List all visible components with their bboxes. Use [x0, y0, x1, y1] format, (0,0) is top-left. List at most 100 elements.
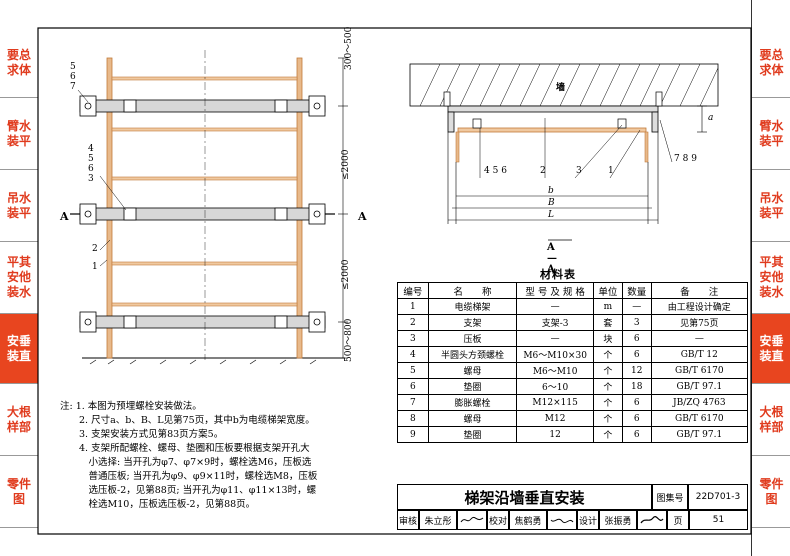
- dim-2000-a: ≤2000: [341, 149, 351, 180]
- callout-mid: 4 5 6 3: [88, 144, 94, 184]
- section-callout-2: 2: [540, 166, 546, 176]
- sheet-frame: [37, 27, 752, 535]
- dim-500-800: 500～800: [344, 318, 354, 362]
- dim-b: b: [548, 186, 554, 196]
- note-line: 注: 1. 本图为预埋螺栓安装做法。: [60, 401, 202, 412]
- signature-mark: [640, 516, 664, 524]
- atlas-label: 图集号: [652, 484, 688, 510]
- table-cell: 4: [397, 346, 429, 363]
- table-cell: GB/T 97.1: [650, 378, 749, 395]
- dim-B: B: [548, 198, 555, 208]
- table-cell: —: [650, 330, 749, 347]
- signature-mark: [460, 516, 484, 523]
- left-tab-label: 安垂装直: [6, 333, 31, 363]
- left-tab-7[interactable]: 零件图: [0, 456, 38, 528]
- table-cell: 支架: [427, 314, 518, 331]
- table-header-cell: 编号: [397, 282, 429, 299]
- reviewer-signature: [457, 510, 487, 530]
- signature-mark: [550, 518, 574, 524]
- left-tab-3[interactable]: 吊水装平: [0, 170, 38, 242]
- left-tab-label: 臂水装平: [6, 118, 31, 148]
- table-cell: 12: [516, 426, 594, 443]
- table-cell: 螺母: [427, 362, 518, 379]
- left-tab-4[interactable]: 平其安他装水: [0, 242, 38, 314]
- table-cell: 9: [397, 426, 429, 443]
- designer-name: 张振勇: [599, 510, 637, 530]
- callout-low-2: 2: [92, 244, 98, 254]
- right-tab-7[interactable]: 零件图: [752, 456, 790, 528]
- table-header-cell: 数量: [621, 282, 652, 299]
- check-label: 校对: [487, 510, 509, 530]
- table-cell: 1: [397, 298, 429, 315]
- materials-title: 材料表: [540, 268, 576, 281]
- right-tab-label: 大根样部: [759, 404, 784, 434]
- table-cell: 个: [593, 378, 623, 395]
- table-cell: 6: [397, 378, 429, 395]
- table-cell: —: [516, 330, 594, 347]
- table-cell: 电缆梯架: [427, 298, 518, 315]
- section-callout-1: 1: [608, 166, 614, 176]
- note-line: 3. 支架安装方式见第83页方案5。: [60, 429, 224, 440]
- table-header-cell: 名 称: [427, 282, 518, 299]
- note-line: 2. 尺寸a、b、B、L见第75页，其中b为电缆梯架宽度。: [60, 415, 315, 426]
- table-cell: 压板: [427, 330, 518, 347]
- left-tab-2[interactable]: 臂水装平: [0, 98, 38, 170]
- table-cell: 半圆头方颈螺栓: [427, 346, 518, 363]
- table-cell: 支架-3: [516, 314, 594, 331]
- section-mark-left: A: [60, 210, 69, 223]
- right-tab-6[interactable]: 大根样部: [752, 384, 790, 456]
- table-cell: 3: [621, 314, 652, 331]
- table-cell: 垫圈: [427, 378, 518, 395]
- right-tab-label: 要总求体: [759, 47, 784, 77]
- table-cell: 6: [621, 330, 652, 347]
- table-cell: M12: [516, 410, 594, 427]
- table-cell: M12×115: [516, 394, 594, 411]
- dim-2000-b: ≤2000: [341, 259, 351, 290]
- table-cell: 6: [621, 394, 652, 411]
- left-tab-5[interactable]: 安垂装直: [0, 314, 38, 384]
- table-header-cell: 型 号 及 规 格: [516, 282, 594, 299]
- right-tab-label: 零件图: [759, 476, 784, 506]
- note-line: 小选择: 当开孔为φ7、φ7×9时，螺栓选M6，压板选: [60, 457, 312, 468]
- table-cell: 个: [593, 362, 623, 379]
- table-cell: —: [621, 298, 652, 315]
- table-cell: GB/T 6170: [650, 410, 749, 427]
- table-cell: 2: [397, 314, 429, 331]
- left-tab-label: 要总求体: [6, 47, 31, 77]
- note-line: 普通压板; 当开孔为φ9、φ9×11时，螺栓选M8，压板: [60, 471, 318, 482]
- table-cell: 个: [593, 394, 623, 411]
- right-tab-4[interactable]: 平其安他装水: [752, 242, 790, 314]
- page-label: 页: [667, 510, 689, 530]
- left-tab-1[interactable]: 要总求体: [0, 28, 38, 98]
- callout-top: 5 6 7: [70, 62, 76, 92]
- dim-a: a: [708, 113, 714, 123]
- right-tab-1[interactable]: 要总求体: [752, 28, 790, 98]
- table-cell: 个: [593, 410, 623, 427]
- right-tab-label: 吊水装平: [759, 190, 784, 220]
- right-tab-5[interactable]: 安垂装直: [752, 314, 790, 384]
- table-cell: 18: [621, 378, 652, 395]
- right-tab-2[interactable]: 臂水装平: [752, 98, 790, 170]
- table-cell: 套: [593, 314, 623, 331]
- table-cell: GB/T 12: [650, 346, 749, 363]
- right-tab-label: 臂水装平: [759, 118, 784, 148]
- right-tab-label: 安垂装直: [759, 333, 784, 363]
- right-tab-3[interactable]: 吊水装平: [752, 170, 790, 242]
- callout-low-1: 1: [92, 262, 98, 272]
- drawing-title: 梯架沿墙垂直安装: [397, 484, 652, 510]
- left-tab-label: 吊水装平: [6, 190, 31, 220]
- table-cell: 见第75页: [650, 314, 749, 331]
- table-cell: m: [593, 298, 623, 315]
- section-callout-3: 3: [576, 166, 582, 176]
- table-cell: —: [516, 298, 594, 315]
- left-tab-6[interactable]: 大根样部: [0, 384, 38, 456]
- title-block: 梯架沿墙垂直安装 图集号 22D701-3 审核 朱立彤 校对 焦鹤勇 设计 张…: [397, 484, 748, 530]
- checker-name: 焦鹤勇: [509, 510, 547, 530]
- table-cell: 6～10: [516, 378, 594, 395]
- notes: 注: 1. 本图为预埋螺栓安装做法。 2. 尺寸a、b、B、L见第75页，其中b…: [60, 400, 390, 512]
